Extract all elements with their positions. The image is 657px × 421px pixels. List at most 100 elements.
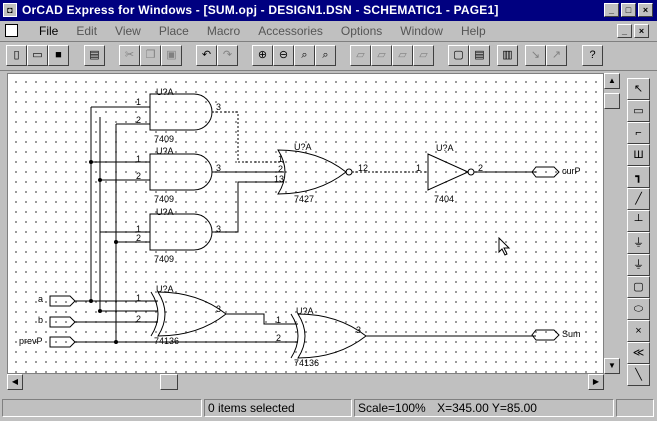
menu-macro[interactable]: Macro	[206, 24, 241, 38]
vertical-scrollbar[interactable]: ▲ ▼	[604, 73, 620, 374]
copy-icon[interactable]: ❐	[140, 45, 161, 66]
bom-icon[interactable]: ▢	[448, 45, 469, 66]
project-manager-icon[interactable]: ▥	[497, 45, 518, 66]
xor2-pin2: 2	[276, 333, 282, 343]
save-icon[interactable]: ■	[48, 45, 69, 66]
gate3-pin3: 3	[216, 224, 222, 234]
or-gate-part: 7427	[294, 194, 315, 204]
or-gate-pin13: 13	[274, 174, 285, 184]
undo-icon[interactable]: ↶	[196, 45, 217, 66]
place-line-icon[interactable]: ╲	[627, 364, 650, 386]
status-resize-grip[interactable]	[616, 399, 654, 417]
gate2-part: 7409	[154, 194, 175, 204]
maximize-button[interactable]: □	[621, 3, 636, 17]
port-prevp-label: prevP	[19, 336, 43, 346]
mouse-cursor-icon	[498, 237, 511, 256]
netlist-icon[interactable]: ▱	[413, 45, 434, 66]
menu-help[interactable]: Help	[460, 24, 486, 38]
drc-icon[interactable]: ▱	[371, 45, 392, 66]
place-wire-icon[interactable]: ⌐	[627, 122, 650, 144]
select-tool-icon[interactable]: ↖	[627, 78, 650, 100]
place-hierarchical-block-icon[interactable]: ▢	[627, 276, 650, 298]
xor1-ref: U?A	[156, 284, 174, 294]
doc-close-button[interactable]: ×	[634, 24, 649, 38]
or-gate-pin2: 2	[278, 164, 284, 174]
status-selection: 0 items selected	[204, 399, 352, 417]
new-file-icon[interactable]: ▯	[6, 45, 27, 66]
place-net-alias-icon[interactable]: ┴	[627, 210, 650, 232]
zoom-in-icon[interactable]: ⊕	[252, 45, 273, 66]
gate2-pin3: 3	[216, 163, 222, 173]
status-coordinates: X=345.00 Y=85.00	[437, 401, 537, 415]
annotate-icon[interactable]: ▱	[350, 45, 371, 66]
app-system-icon[interactable]: ◘	[3, 3, 17, 17]
cut-icon[interactable]: ✂	[119, 45, 140, 66]
library-icon[interactable]: ▤	[469, 45, 490, 66]
horizontal-scroll-thumb[interactable]	[160, 374, 178, 390]
zoom-out-icon[interactable]: ⊖	[273, 45, 294, 66]
schematic-canvas[interactable]: U?A 1 2 3 7409 U?A 1 2 3 7409 U?A 1 2 3 …	[7, 73, 604, 374]
print-icon[interactable]: ▤	[84, 45, 105, 66]
xor2-pin3: 3	[356, 325, 362, 335]
menu-accessories[interactable]: Accessories	[258, 24, 323, 38]
menu-view[interactable]: View	[115, 24, 141, 38]
doc-minimize-button[interactable]: _	[617, 24, 632, 38]
horizontal-scrollbar[interactable]: ◀ ▶	[7, 374, 604, 390]
inverter-pin1: 1	[416, 163, 422, 173]
menu-options[interactable]: Options	[340, 24, 383, 38]
scroll-down-icon[interactable]: ▼	[604, 358, 620, 374]
place-ground-icon[interactable]: ⏚	[627, 254, 650, 276]
menu-place[interactable]: Place	[158, 24, 189, 38]
zoom-area-icon[interactable]: ⌕	[294, 45, 315, 66]
place-bus-entry-icon[interactable]: ╱	[627, 188, 650, 210]
scroll-right-icon[interactable]: ▶	[588, 374, 604, 390]
menu-edit[interactable]: Edit	[76, 24, 98, 38]
zoom-all-icon[interactable]: ⌕	[315, 45, 336, 66]
menu-window[interactable]: Window	[400, 24, 443, 38]
gate2-pin1: 1	[136, 154, 142, 164]
or-gate-pin1: 1	[278, 154, 284, 164]
document-icon[interactable]	[5, 24, 18, 37]
place-off-page-icon[interactable]: ≪	[627, 342, 650, 364]
gate1-pin2: 2	[136, 115, 142, 125]
place-part-icon[interactable]: ▭	[627, 100, 650, 122]
menu-file[interactable]: File	[39, 24, 59, 38]
gate3-ref: U?A	[156, 207, 174, 217]
vertical-scroll-thumb[interactable]	[604, 93, 620, 109]
scroll-up-icon[interactable]: ▲	[604, 73, 620, 89]
or-gate-pin12: 12	[358, 163, 369, 173]
tool-palette: ↖ ▭ ⌐ Ш ┓ ╱ ┴ ⏚ ⏚ ▢ ⬭ × ≪ ╲	[625, 78, 652, 388]
port-curp-label: curP	[562, 166, 581, 176]
minimize-button[interactable]: _	[604, 3, 619, 17]
place-bus-icon[interactable]: Ш	[627, 144, 650, 166]
xor2-ref: U?A	[296, 306, 314, 316]
scroll-left-icon[interactable]: ◀	[7, 374, 23, 390]
redo-icon[interactable]: ↷	[217, 45, 238, 66]
crossref-icon[interactable]: ▱	[392, 45, 413, 66]
status-scale: Scale=100%	[358, 401, 426, 415]
ascend-hierarchy-icon[interactable]: ↗	[546, 45, 567, 66]
place-port-icon[interactable]: ⬭	[627, 298, 650, 320]
paste-icon[interactable]: ▣	[161, 45, 182, 66]
gate3-pin1: 1	[136, 224, 142, 234]
open-folder-icon[interactable]: ▭	[27, 45, 48, 66]
menu-bar: File Edit View Place Macro Accessories O…	[0, 21, 657, 42]
port-a-label: a	[38, 294, 44, 304]
xor1-pin1: 1	[136, 293, 142, 303]
gate1-part: 7409	[154, 134, 175, 144]
status-scale-panel: Scale=100% X=345.00 Y=85.00	[354, 399, 614, 417]
gate1-pin3: 3	[216, 102, 222, 112]
inverter-part: 7404	[434, 194, 455, 204]
help-icon[interactable]: ?	[582, 45, 603, 66]
toolbar: ▯ ▭ ■ ▤ ✂ ❐ ▣ ↶ ↷ ⊕ ⊖ ⌕ ⌕ ▱ ▱ ▱ ▱ ▢ ▤ ▥ …	[0, 42, 657, 71]
title-bar[interactable]: ◘ OrCAD Express for Windows - [SUM.opj -…	[0, 0, 657, 21]
descend-hierarchy-icon[interactable]: ↘	[525, 45, 546, 66]
xor2-part: 74136	[294, 358, 320, 368]
place-power-icon[interactable]: ⏚	[627, 232, 650, 254]
inverter-pin2: 2	[478, 163, 484, 173]
or-gate-ref: U?A	[294, 142, 312, 152]
close-button[interactable]: ×	[638, 3, 653, 17]
place-no-connect-icon[interactable]: ×	[627, 320, 650, 342]
xor1-pin3: 3	[216, 304, 222, 314]
place-junction-icon[interactable]: ┓	[627, 166, 650, 188]
